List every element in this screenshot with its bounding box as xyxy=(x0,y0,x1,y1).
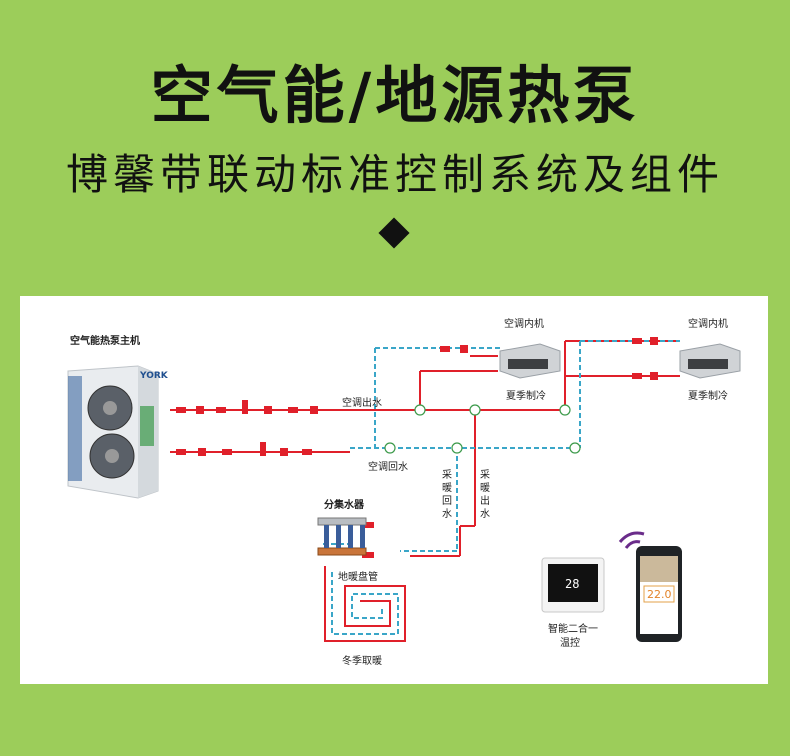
junctions xyxy=(384,404,581,454)
phone: 22.0 xyxy=(636,546,682,642)
floor-coil-label: 地暖盘管 xyxy=(338,570,378,583)
wifi-icon xyxy=(618,531,645,549)
heat-return-label: 采 暖 回 水 xyxy=(442,469,452,520)
ac-return-label: 空调回水 xyxy=(368,460,408,473)
svg-text:水: 水 xyxy=(442,508,452,520)
indoor-unit-2 xyxy=(679,343,741,379)
main-unit-label: 空气能热泵主机 xyxy=(70,334,140,347)
manifold-label: 分集水器 xyxy=(324,498,365,511)
summer-cooling-1-label: 夏季制冷 xyxy=(506,389,546,402)
page-title: 空气能/地源热泵 xyxy=(150,59,640,132)
svg-text:水: 水 xyxy=(480,508,490,520)
svg-text:暖: 暖 xyxy=(442,481,452,494)
thermostat-display: 28 xyxy=(565,577,579,591)
winter-heating-label: 冬季取暖 xyxy=(342,654,382,667)
phone-temperature: 22.0 xyxy=(647,588,672,601)
page-subtitle: 博馨带联动标准控制系统及组件 xyxy=(65,150,724,199)
indoor-unit-2-label: 空调内机 xyxy=(688,317,728,330)
ac-supply-label: 空调出水 xyxy=(342,396,382,409)
diamond-icon xyxy=(378,217,410,249)
manifold xyxy=(317,517,367,556)
system-diagram-panel: YORK 空气能热泵主机 xyxy=(20,296,768,684)
thermostat-label-2: 温控 xyxy=(560,636,580,649)
svg-text:采: 采 xyxy=(480,469,490,481)
indoor-unit-1-label: 空调内机 xyxy=(504,317,544,330)
indoor-unit-1 xyxy=(499,343,561,379)
thermostat: 28 xyxy=(541,557,605,613)
valves xyxy=(176,337,658,558)
svg-text:暖: 暖 xyxy=(480,481,490,494)
return-pipes xyxy=(323,340,680,635)
thermostat-label-1: 智能二合一 xyxy=(548,622,598,635)
heat-supply-label: 采 暖 出 水 xyxy=(480,469,490,520)
system-diagram: YORK 空气能热泵主机 xyxy=(67,317,741,667)
brand-logo: YORK xyxy=(139,371,169,381)
svg-text:采: 采 xyxy=(442,469,452,481)
svg-text:回: 回 xyxy=(442,495,452,507)
summer-cooling-2-label: 夏季制冷 xyxy=(688,389,728,402)
heat-pump-unit: YORK xyxy=(67,365,169,499)
svg-text:出: 出 xyxy=(480,494,490,507)
